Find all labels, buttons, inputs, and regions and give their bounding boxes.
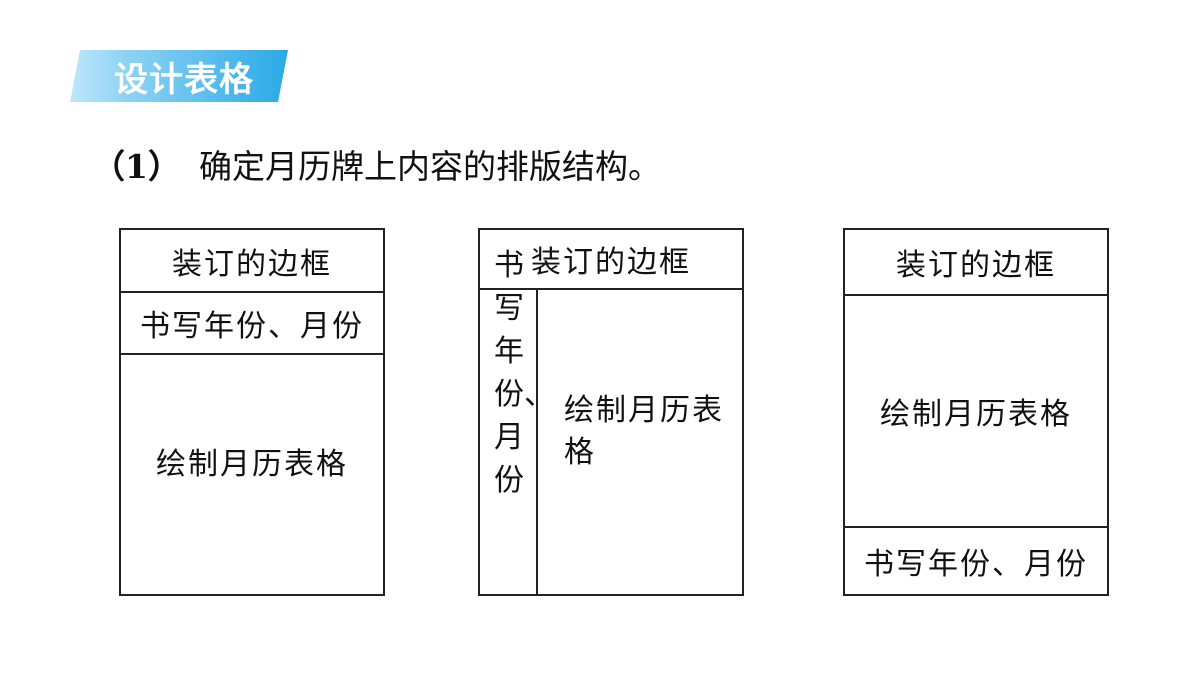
border-row: 装订的边框 [121,230,383,293]
badge-background [70,50,288,102]
section-badge-label: 设计表格 [114,59,254,100]
year-month-label: 书写年份、月份 [140,309,364,344]
year-month-vertical-label: 书写年份、月份 [494,248,554,498]
border-label: 装订的边框 [896,248,1056,283]
border-label: 装订的边框 [172,246,332,282]
year-month-row: 书写年份、月份 [121,293,383,355]
step-heading: （1） 确定月历牌上内容的排版结构。 [92,140,661,188]
border-row: 装订的边框 [480,230,742,290]
border-row: 装订的边框 [845,230,1107,296]
layout-option-2: 装订的边框 书写年份、月份 绘制月历表格 [478,228,744,596]
calendar-label: 绘制月历表格 [880,397,1072,432]
calendar-label: 绘制月历表格 [156,447,348,482]
step-number: （1） [92,147,181,186]
year-month-label: 书写年份、月份 [864,547,1088,582]
calendar-label: 绘制月历表格 [564,393,724,470]
step-text: 确定月历牌上内容的排版结构。 [198,147,661,186]
year-month-row: 书写年份、月份 [845,526,1107,594]
calendar-area: 绘制月历表格 [845,296,1107,526]
border-label: 装订的边框 [531,245,691,280]
section-badge: 设计表格 [70,50,288,102]
layout-option-3: 装订的边框 绘制月历表格 书写年份、月份 [843,228,1109,596]
layout-option-1: 装订的边框 书写年份、月份 绘制月历表格 [119,228,385,596]
calendar-area: 绘制月历表格 [121,355,383,594]
year-month-column [480,288,538,594]
